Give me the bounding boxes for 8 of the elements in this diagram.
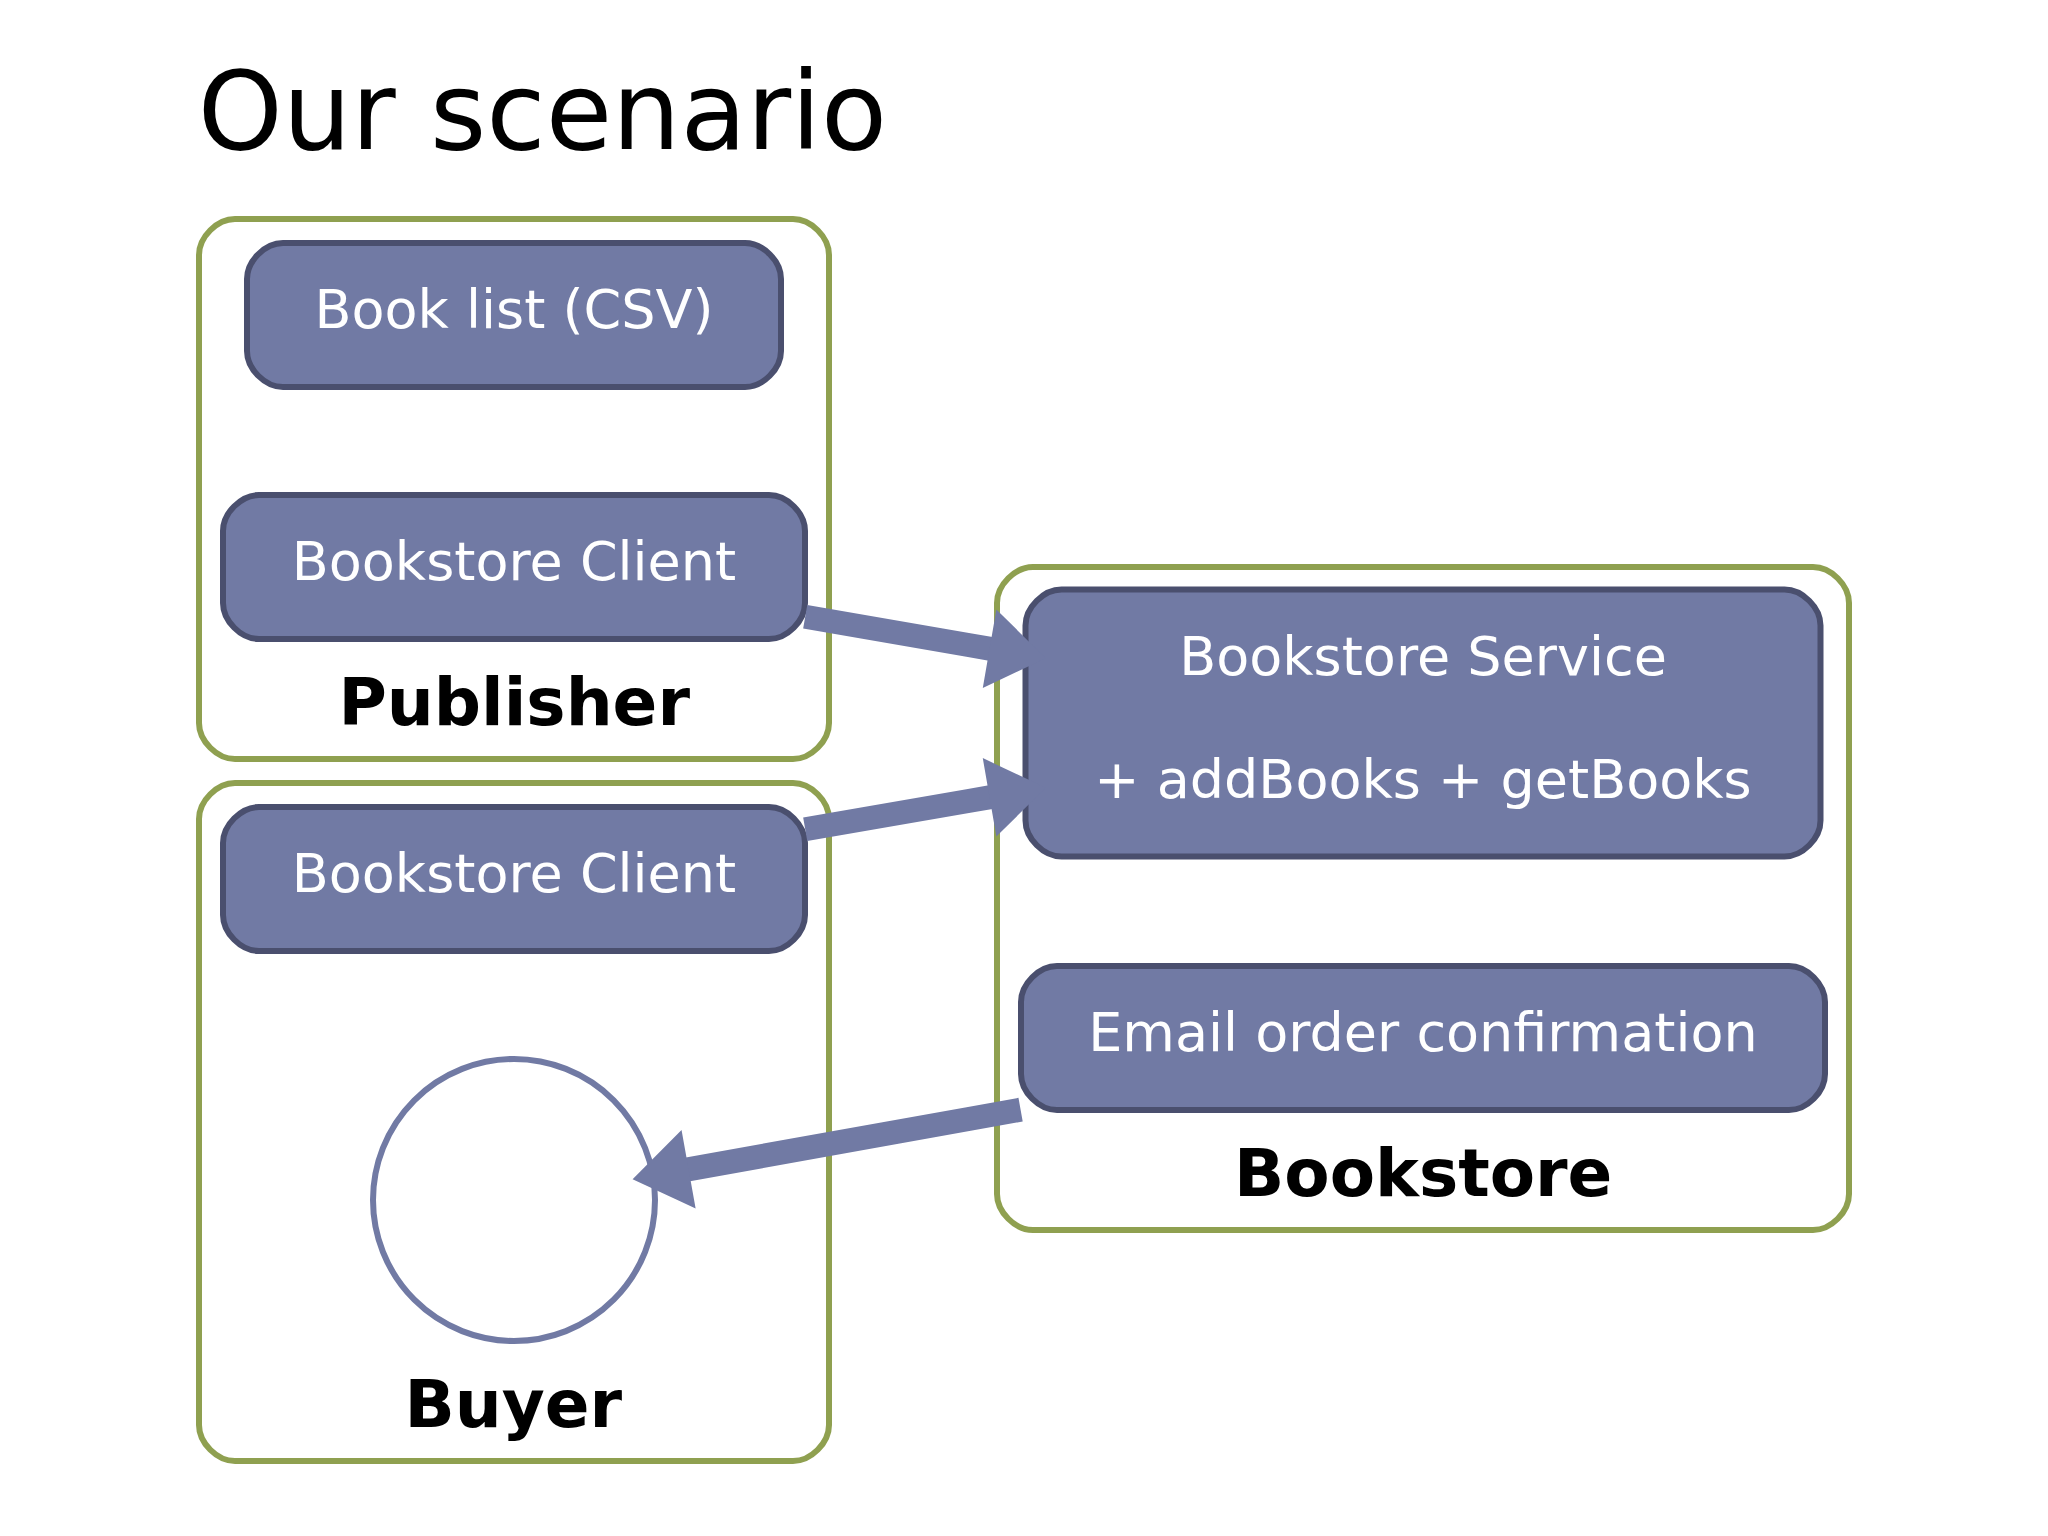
node-box: Bookstore Client xyxy=(220,492,808,642)
node-box: Bookstore Client xyxy=(220,804,808,954)
node-box: Book list (CSV) xyxy=(244,240,784,390)
node-box: Bookstore Service + addBooks + getBooks xyxy=(1022,586,1824,860)
node-box: Email order confirmation xyxy=(1018,963,1828,1113)
arrow xyxy=(632,1097,1023,1209)
node-circle xyxy=(370,1056,658,1344)
diagram-title: Our scenario xyxy=(197,49,888,175)
